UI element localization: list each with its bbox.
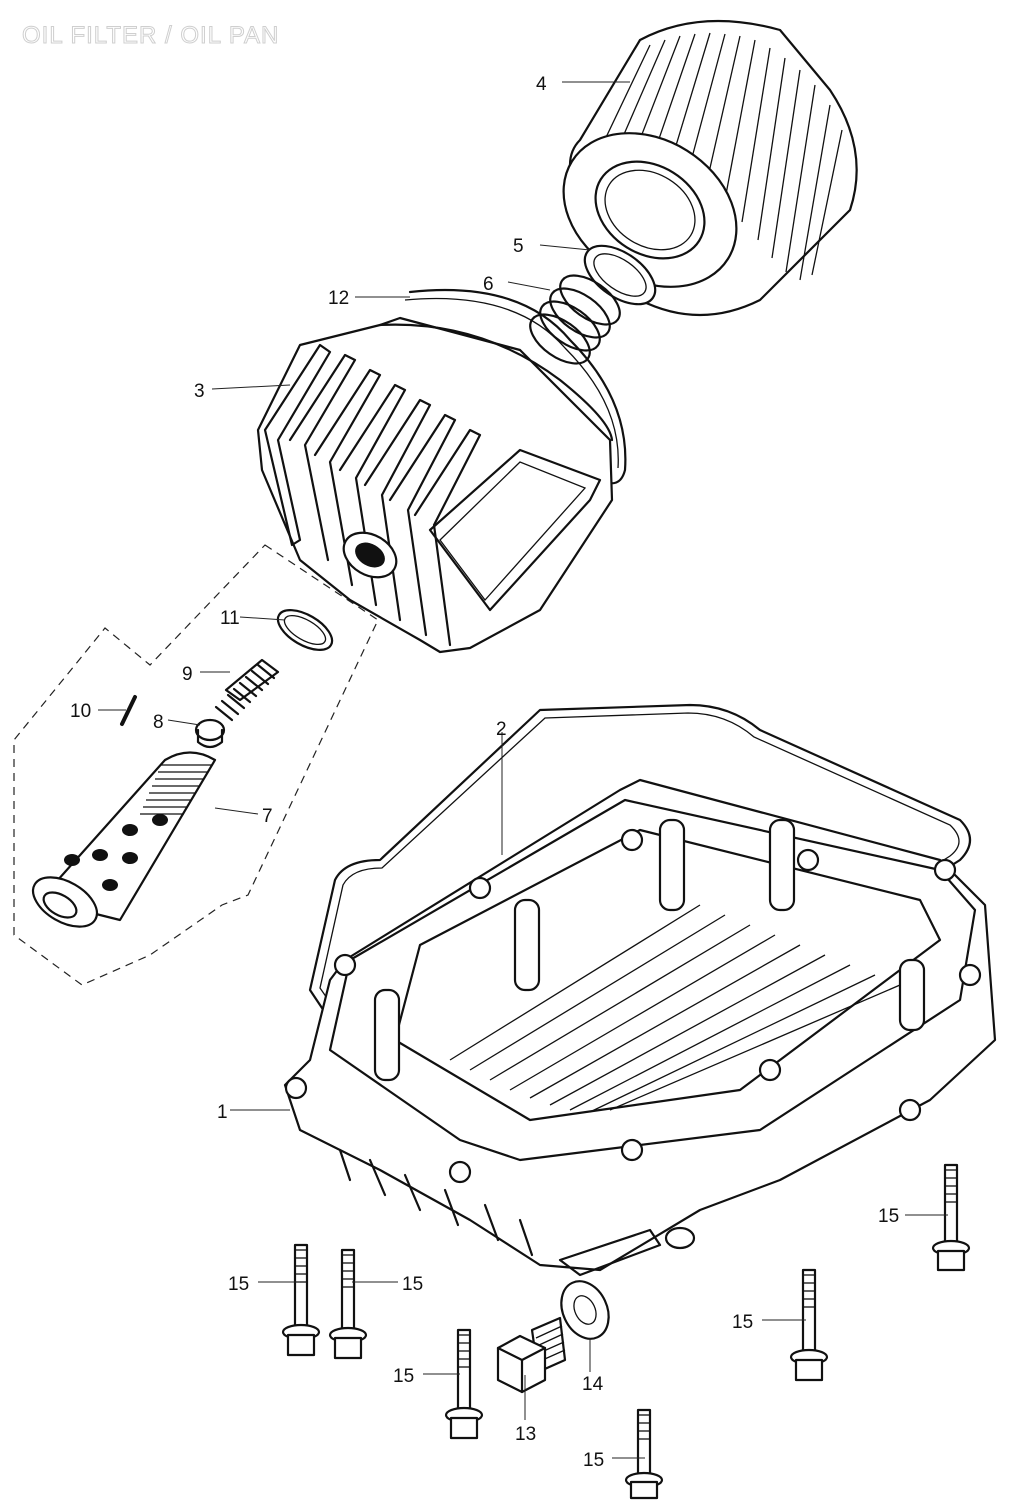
callout-1: 1 [217,1102,228,1123]
washer-5 [583,244,657,306]
callout-9: 9 [182,664,193,685]
callout-15-a: 15 [228,1274,249,1295]
flange-bolt [931,1163,971,1272]
flange-bolt [789,1268,829,1382]
flange-bolt [624,1408,664,1500]
flange-bolt [328,1248,368,1360]
callout-2: 2 [496,719,507,740]
callout-12: 12 [328,288,349,309]
callout-14: 14 [582,1374,604,1395]
drain-bolt-13 [496,1316,567,1394]
bypass-valve-group-outline [13,544,379,986]
pin-10 [120,695,137,726]
flange-bolt [444,1328,484,1440]
callout-6: 6 [483,274,494,295]
valve-piston-8 [194,718,226,749]
flange-bolt [281,1243,321,1357]
o-ring-11 [276,609,334,651]
spring-9 [214,658,280,722]
diagram-title: OIL FILTER / OIL PAN [21,22,280,50]
callout-15-e: 15 [732,1312,753,1333]
callout-7: 7 [262,806,273,827]
callout-13: 13 [515,1424,536,1445]
callout-10: 10 [70,701,91,722]
callout-15-f: 15 [878,1206,899,1227]
oil-filter-case [256,316,614,654]
callout-15-c: 15 [393,1366,414,1387]
callout-15-b: 15 [402,1274,423,1295]
leader-lines [98,81,948,1459]
callout-4: 4 [536,74,547,95]
callout-3: 3 [194,381,205,402]
filter-bolt-7 [31,751,217,928]
callout-11: 11 [220,608,240,629]
oil-filter-element [562,19,858,317]
o-ring-12 [404,288,627,485]
callout-5: 5 [513,236,524,257]
spring-6 [529,274,621,365]
callout-8: 8 [153,712,164,733]
callout-15-d: 15 [583,1450,604,1471]
oil-pan [283,778,997,1277]
drain-washer-14 [560,1280,610,1340]
